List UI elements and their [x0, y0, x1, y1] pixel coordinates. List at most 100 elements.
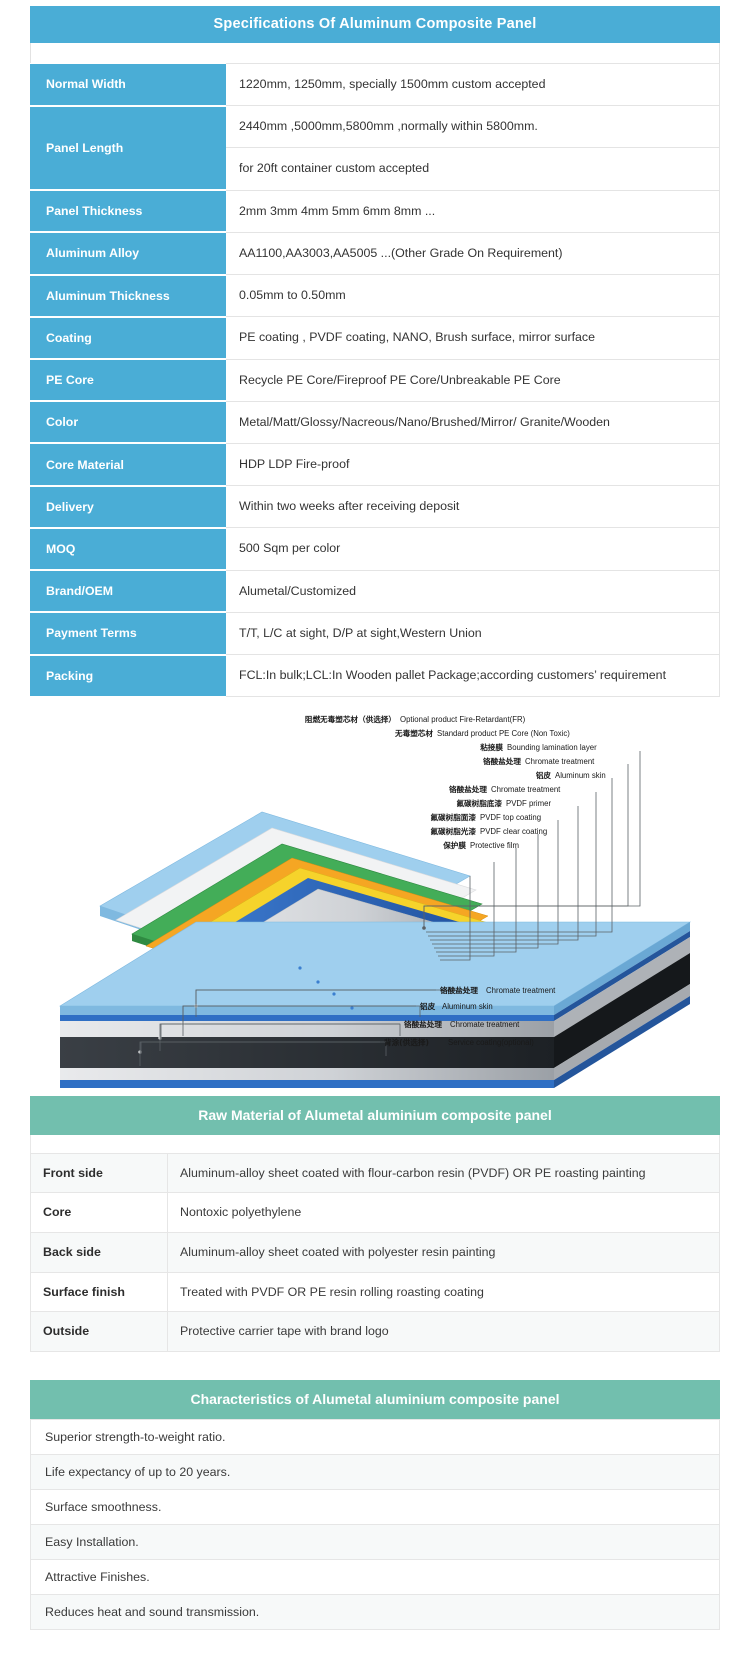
- callout-cn: 无毒塑芯材: [394, 728, 433, 738]
- raw-material-value: Nontoxic polyethylene: [167, 1192, 720, 1233]
- raw-material-key: Surface finish: [30, 1271, 168, 1313]
- raw-material-value: Protective carrier tape with brand logo: [167, 1311, 720, 1352]
- list-item: Superior strength-to-weight ratio.: [30, 1418, 720, 1455]
- characteristic-text: Life expectancy of up to 20 years.: [30, 1453, 720, 1490]
- table-row: MOQ 500 Sqm per color: [30, 527, 720, 572]
- list-item: Attractive Finishes.: [30, 1558, 720, 1595]
- raw-material-section: Raw Material of Alumetal aluminium compo…: [30, 1095, 720, 1352]
- spec-value: PE coating , PVDF coating, NANO, Brush s…: [226, 316, 720, 360]
- spec-value: Within two weeks after receiving deposit: [226, 485, 720, 529]
- spec-key: MOQ: [30, 527, 226, 572]
- raw-material-value: Treated with PVDF OR PE resin rolling ro…: [167, 1271, 720, 1313]
- raw-material-key: Core: [30, 1192, 168, 1233]
- table-row: Surface finish Treated with PVDF OR PE r…: [30, 1271, 720, 1313]
- raw-material-key: Back side: [30, 1232, 168, 1273]
- raw-material-value: Aluminum-alloy sheet coated with flour-c…: [167, 1152, 720, 1194]
- table-row: Packing FCL:In bulk;LCL:In Wooden pallet…: [30, 654, 720, 698]
- spec-value: 2440mm ,5000mm,5800mm ,normally within 5…: [226, 105, 720, 149]
- spec-value: Metal/Matt/Glossy/Nacreous/Nano/Brushed/…: [226, 400, 720, 444]
- callout-cn: 铬酸盐处理: [404, 1019, 442, 1029]
- table-row: Panel Length 2440mm ,5000mm,5800mm ,norm…: [30, 105, 720, 192]
- panel-structure-diagram: 阻燃无毒塑芯材（供选择） Optional product Fire-Retar…: [0, 705, 750, 1096]
- callout-en: Service coating(optional): [448, 1038, 534, 1047]
- spec-key: Normal Width: [30, 63, 226, 107]
- callout-cn: 铬酸盐处理: [440, 985, 478, 995]
- callout-cn: 铝皮: [420, 1001, 436, 1011]
- spec-value: T/T, L/C at sight, D/P at sight,Western …: [226, 611, 720, 656]
- callout-cn: 铬酸盐处理: [483, 756, 521, 766]
- raw-material-table: Front side Aluminum-alloy sheet coated w…: [30, 1152, 720, 1352]
- table-row: Brand/OEM Alumetal/Customized: [30, 569, 720, 614]
- spec-key: Packing: [30, 654, 226, 698]
- specifications-title: Specifications Of Aluminum Composite Pan…: [30, 6, 720, 43]
- spec-value: FCL:In bulk;LCL:In Wooden pallet Package…: [226, 654, 720, 698]
- spec-key: Delivery: [30, 485, 226, 529]
- characteristic-text: Surface smoothness.: [30, 1488, 720, 1525]
- list-item: Easy Installation.: [30, 1523, 720, 1560]
- callout-en: Chromate treatment: [491, 785, 561, 794]
- characteristic-text: Easy Installation.: [30, 1523, 720, 1560]
- spec-value-secondary: for 20ft container custom accepted: [226, 147, 720, 191]
- callout-en: Optional product Fire-Retardant(FR): [400, 715, 526, 724]
- table-row: Panel Thickness 2mm 3mm 4mm 5mm 6mm 8mm …: [30, 189, 720, 234]
- raw-material-title-gap: [30, 1134, 720, 1153]
- spec-key: Payment Terms: [30, 612, 226, 656]
- list-item: Reduces heat and sound transmission.: [30, 1593, 720, 1630]
- callout-en: Standard product PE Core (Non Toxic): [437, 729, 570, 738]
- callout-en: Protective film: [470, 841, 519, 850]
- table-row: Payment Terms T/T, L/C at sight, D/P at …: [30, 611, 720, 656]
- table-row: PE Core Recycle PE Core/Fireproof PE Cor…: [30, 358, 720, 403]
- table-row: Core Nontoxic polyethylene: [30, 1192, 720, 1233]
- spec-value: Recycle PE Core/Fireproof PE Core/Unbrea…: [226, 358, 720, 402]
- callout-cn: 氟碳树脂底漆: [456, 798, 502, 808]
- list-item: Surface smoothness.: [30, 1488, 720, 1525]
- diagram-bottom-callouts: 铬酸盐处理 Chromate treatment 铝皮 Aluminum ski…: [384, 985, 556, 1047]
- callout-cn: 氟碳树脂光漆: [430, 826, 476, 836]
- table-row: Color Metal/Matt/Glossy/Nacreous/Nano/Br…: [30, 400, 720, 445]
- callout-en: Chromate treatment: [450, 1020, 520, 1029]
- characteristics-table: Superior strength-to-weight ratio. Life …: [30, 1418, 720, 1630]
- table-row: Core Material HDP LDP Fire-proof: [30, 442, 720, 487]
- spec-key: Aluminum Alloy: [30, 232, 226, 276]
- characteristics-section: Characteristics of Alumetal aluminium co…: [30, 1379, 720, 1630]
- callout-en: PVDF top coating: [480, 813, 541, 822]
- callout-cn: 氟碳树脂面漆: [430, 812, 476, 822]
- characteristic-text: Superior strength-to-weight ratio.: [30, 1418, 720, 1455]
- callout-cn: 粘接膜: [480, 742, 503, 752]
- raw-material-value: Aluminum-alloy sheet coated with polyest…: [167, 1232, 720, 1273]
- spec-value: HDP LDP Fire-proof: [226, 442, 720, 487]
- spec-title-gap: [30, 43, 720, 63]
- section-spacer: [0, 1352, 750, 1380]
- callout-en: PVDF clear coating: [480, 827, 547, 836]
- characteristic-text: Reduces heat and sound transmission.: [30, 1593, 720, 1630]
- callout-en: Bounding lamination layer: [507, 743, 597, 752]
- callout-en: PVDF primer: [506, 799, 551, 808]
- spec-value: 2mm 3mm 4mm 5mm 6mm 8mm ...: [226, 189, 720, 233]
- table-row: Front side Aluminum-alloy sheet coated w…: [30, 1152, 720, 1194]
- spec-key: Panel Length: [30, 105, 226, 192]
- specifications-table: Normal Width 1220mm, 1250mm, specially 1…: [30, 62, 720, 698]
- table-row: Aluminum Thickness 0.05mm to 0.50mm: [30, 274, 720, 318]
- spec-key: Brand/OEM: [30, 570, 226, 614]
- table-row: Delivery Within two weeks after receivin…: [30, 485, 720, 529]
- callout-cn: 背涂(供选择): [384, 1037, 429, 1047]
- callout-cn: 保护膜: [442, 840, 466, 850]
- list-item: Life expectancy of up to 20 years.: [30, 1453, 720, 1490]
- callout-cn: 铝皮: [536, 770, 552, 780]
- callout-en: Aluminum skin: [442, 1002, 493, 1011]
- table-row: Coating PE coating , PVDF coating, NANO,…: [30, 316, 720, 361]
- spec-value: Alumetal/Customized: [226, 569, 720, 613]
- callout-cn: 阻燃无毒塑芯材（供选择）: [305, 714, 396, 724]
- characteristic-text: Attractive Finishes.: [30, 1558, 720, 1595]
- spec-value: 1220mm, 1250mm, specially 1500mm custom …: [226, 62, 720, 107]
- spec-key: Panel Thickness: [30, 190, 226, 234]
- spec-key: Aluminum Thickness: [30, 274, 226, 318]
- callout-en: Chromate treatment: [525, 757, 595, 766]
- raw-material-key: Front side: [30, 1152, 168, 1194]
- table-row: for 20ft container custom accepted: [30, 147, 720, 191]
- callout-en: Chromate treatment: [486, 986, 556, 995]
- table-row: Normal Width 1220mm, 1250mm, specially 1…: [30, 62, 720, 107]
- panel-layers-illustration: 阻燃无毒塑芯材（供选择） Optional product Fire-Retar…: [58, 714, 692, 1088]
- characteristics-title: Characteristics of Alumetal aluminium co…: [30, 1379, 720, 1419]
- callout-en: Aluminum skin: [555, 771, 606, 780]
